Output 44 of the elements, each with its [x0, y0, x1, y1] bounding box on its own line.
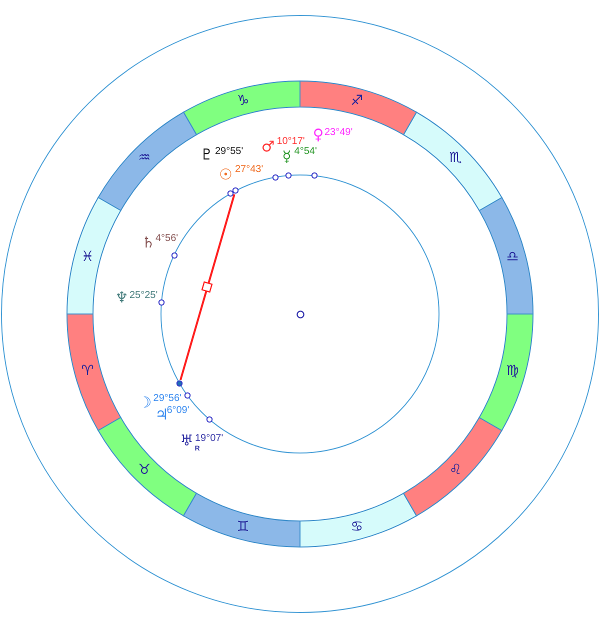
zodiac-segment — [97, 111, 198, 212]
zodiac-segment — [478, 196, 534, 315]
zodiac-symbol: ♉ — [138, 462, 151, 477]
degree-label: 10°17' — [276, 136, 305, 147]
degree-label: 27°43' — [235, 165, 264, 175]
degree-label: 29°55' — [215, 147, 244, 157]
zodiac-symbol: ♊ — [236, 520, 250, 534]
zodiac-symbol: ♏ — [449, 151, 462, 166]
aspect-line — [180, 194, 236, 380]
planet-symbol: ♃ — [154, 408, 168, 422]
zodiac-symbol: ♌ — [449, 462, 462, 477]
zodiac-segment — [298, 492, 418, 548]
zodiac-segment — [402, 111, 503, 212]
planet-symbol: ♇ — [200, 148, 214, 162]
planet-symbol: ☉ — [218, 168, 232, 182]
planet-symbol: ♆ — [114, 290, 128, 306]
zodiac-segment — [182, 492, 301, 548]
planet-symbol: ☿ — [282, 149, 292, 164]
degree-label: 4°54' — [294, 146, 317, 157]
zodiac-symbol: ♎ — [506, 250, 519, 264]
planet-symbol: ♂ — [261, 139, 275, 154]
degree-label: 25°25' — [130, 291, 158, 301]
dot-icon — [176, 380, 184, 387]
zodiac-segment — [66, 312, 122, 432]
zodiac-segment — [182, 80, 301, 136]
degree-label: 23°49' — [324, 128, 353, 138]
degree-label: 19°07' — [195, 434, 224, 444]
zodiac-symbol: ♍ — [506, 364, 519, 378]
dot-icon — [232, 187, 239, 194]
degree-label: 6°09' — [166, 406, 190, 416]
zodiac-segment — [478, 313, 534, 432]
zodiac-segment — [402, 416, 503, 517]
degree-label: 29°56' — [153, 394, 182, 404]
planet-symbol: ♅ — [180, 433, 194, 448]
zodiac-symbol: ♐ — [350, 94, 364, 108]
planet-symbol: ☽ — [138, 396, 152, 411]
zodiac-symbol: ♈ — [81, 364, 94, 378]
zodiac-symbol: ♑ — [236, 94, 250, 108]
zodiac-symbol: ♋ — [350, 520, 364, 534]
planet-symbol: ♀ — [312, 128, 324, 142]
planet-symbol: ♄ — [142, 236, 156, 251]
zodiac-symbol: ♓ — [81, 250, 94, 264]
zodiac-symbol: ♒ — [138, 151, 151, 166]
degree-label: 4°56' — [156, 234, 178, 244]
